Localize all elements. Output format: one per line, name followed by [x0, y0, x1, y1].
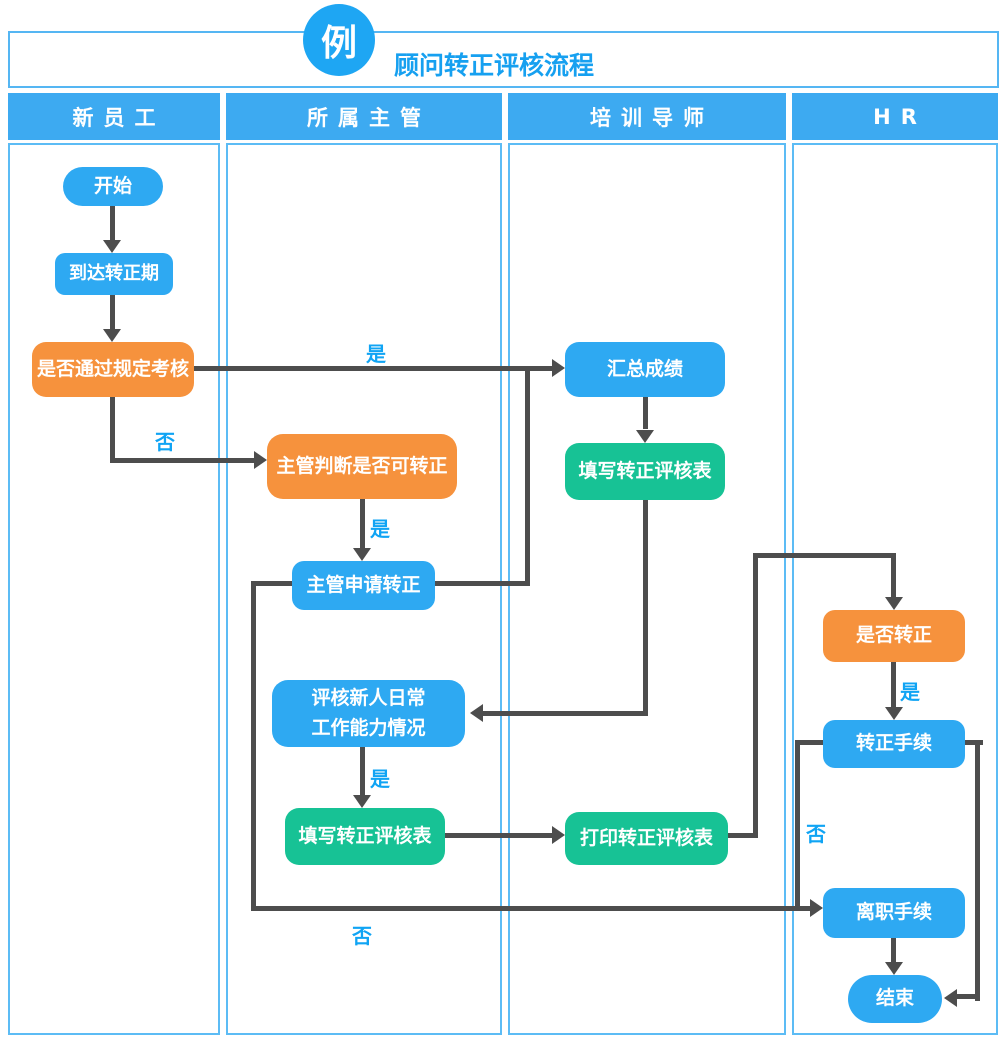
edge-print-to-isreg-vline: [753, 553, 758, 838]
edge-resign-to-end-line: [891, 938, 896, 966]
edge-isreg-no-vline: [795, 740, 800, 911]
edge-summary-to-fill-arrow: [636, 430, 654, 443]
flow-node-pass-exam: 是否通过规定考核: [32, 342, 194, 397]
edge-label-isreg-no: 否: [806, 822, 826, 846]
edge-evaluate-yes-arrow: [353, 795, 371, 808]
lane-header-hr: HR: [792, 93, 998, 140]
edge-apply-merge-vline: [525, 368, 530, 584]
edge-label-pass-yes: 是: [366, 342, 386, 366]
edge-pass-yes-arrow: [552, 359, 565, 377]
edge-label-judge-yes: 是: [370, 517, 390, 541]
edge-print-to-isreg-arrow: [885, 597, 903, 610]
edge-apply-no-vline: [251, 581, 256, 911]
flow-node-evaluate: 评核新人日常 工作能力情况: [272, 680, 465, 747]
flow-node-start: 开始: [63, 167, 163, 206]
edge-label-evaluate-yes: 是: [370, 767, 390, 791]
lane-header-new-employee: 新员工: [8, 93, 220, 140]
edge-pass-yes-line: [194, 366, 554, 371]
flow-node-apply: 主管申请转正: [292, 561, 435, 610]
edge-label-pass-no: 否: [155, 430, 175, 454]
flow-node-end: 结束: [848, 975, 942, 1023]
edge-evaluate-yes-line: [360, 747, 365, 799]
edge-print-to-isreg-h2: [753, 553, 894, 558]
edge-fill-to-print-line: [445, 833, 555, 838]
edge-isreg-no-hline: [795, 740, 823, 745]
edge-reach-to-pass-arrow: [103, 329, 121, 342]
edge-apply-merge-hline: [435, 581, 530, 586]
edge-regproc-to-end-arrow: [944, 989, 957, 1007]
edge-fill-to-print-arrow: [552, 826, 565, 844]
edge-regproc-to-end-h2: [957, 994, 980, 999]
edge-print-to-isreg-drop: [891, 553, 896, 601]
edge-isreg-yes-line: [891, 662, 896, 711]
lane-header-supervisor: 所属主管: [226, 93, 502, 140]
edge-start-to-reach-arrow: [103, 240, 121, 253]
page-title: 顾问转正评核流程: [394, 51, 595, 80]
flow-node-is-regularized: 是否转正: [823, 610, 965, 662]
flow-node-resignation-procedure: 离职手续: [823, 888, 965, 938]
edge-reach-to-pass: [110, 295, 115, 333]
flow-node-print-form: 打印转正评核表: [565, 812, 728, 865]
edge-fill-to-evaluate-arrow: [470, 704, 483, 722]
edge-label-isreg-yes: 是: [900, 680, 920, 704]
lane-header-mentor: 培训导师: [508, 93, 786, 140]
edge-isreg-yes-arrow: [885, 707, 903, 720]
example-badge: 例: [303, 4, 375, 76]
edge-apply-no-h2: [251, 906, 813, 911]
edge-resign-to-end-arrow: [885, 962, 903, 975]
flow-node-fill-form-mentor: 填写转正评核表: [565, 443, 725, 500]
edge-fill-to-evaluate-hline: [481, 711, 648, 716]
edge-label-apply-no: 否: [352, 924, 372, 948]
flow-node-judge: 主管判断是否可转正: [267, 434, 457, 499]
title-bar: [8, 31, 999, 88]
edge-judge-yes-arrow: [353, 548, 371, 561]
edge-regproc-to-end-h1: [965, 740, 983, 745]
flow-node-summarize: 汇总成绩: [565, 342, 725, 397]
edge-fill-to-evaluate-vline: [643, 500, 648, 716]
edge-apply-no-arrow: [810, 899, 823, 917]
edge-pass-no-hline: [110, 458, 258, 463]
flow-node-reach-period: 到达转正期: [55, 253, 173, 295]
edge-pass-no-vline: [110, 397, 115, 463]
edge-judge-yes-line: [360, 499, 365, 552]
edge-pass-no-arrow: [254, 451, 267, 469]
edge-start-to-reach: [110, 205, 115, 245]
edge-regproc-to-end-vline: [975, 740, 980, 1001]
edge-summary-to-fill: [643, 397, 648, 429]
flow-node-fill-form-supervisor: 填写转正评核表: [285, 808, 445, 865]
flow-node-regularization-procedure: 转正手续: [823, 720, 965, 768]
edge-apply-no-h1: [255, 581, 295, 586]
edge-print-to-isreg-h1: [728, 833, 758, 838]
